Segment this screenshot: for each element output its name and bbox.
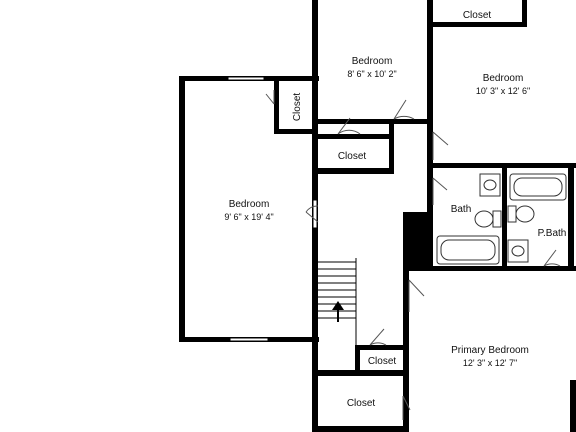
wall-mid-closet-north	[312, 134, 394, 139]
room-labels: Bedroom 9' 6" x 19' 4" Bedroom 8' 6" x 1…	[224, 10, 566, 409]
window-left-bedroom-north	[227, 76, 265, 81]
wall-bath-solid	[403, 212, 433, 270]
door-bottom-closet	[402, 395, 411, 420]
wall-mid-closet-west	[312, 134, 318, 174]
door-pbath	[543, 249, 561, 267]
closet-label: Closet	[338, 151, 367, 162]
sink-basin	[483, 179, 497, 191]
room-dimensions: 12' 3" x 12' 7"	[463, 358, 517, 368]
room-name: Primary Bedroom	[451, 345, 529, 356]
closet-label: Closet	[347, 398, 376, 409]
bathtub-bath	[436, 235, 500, 265]
door-left-bedroom	[305, 205, 319, 223]
bathtub-basin	[440, 239, 496, 261]
wall-bottom-closet-south	[312, 426, 408, 432]
wall-top-closet-east	[522, 0, 527, 27]
up-arrow-icon	[332, 301, 344, 322]
room-dimensions: 8' 6" x 10' 2"	[347, 69, 396, 79]
wall-mid-closet-east	[389, 119, 394, 174]
wall-top-right-bedroom-south	[427, 163, 576, 168]
bathtub-pbath-basin	[513, 177, 563, 197]
door-hall-closet	[393, 99, 415, 120]
room-name: Bedroom	[483, 73, 524, 84]
room-name: Bedroom	[352, 56, 393, 67]
wall-top-mid-bedroom-east	[427, 0, 433, 174]
wall-bath-divider	[502, 168, 507, 268]
room-name: Bath	[451, 204, 472, 215]
toilet-tank	[492, 210, 502, 228]
wall-bottom-closet-north	[312, 370, 408, 376]
wall-stair-closet-north	[355, 345, 405, 350]
wall-left-closet-west	[274, 76, 279, 134]
doors	[265, 90, 561, 420]
wall-bath-south	[403, 266, 576, 271]
wall-primary-east	[570, 380, 576, 432]
sink-pbath	[507, 239, 529, 263]
wall-mid-west-upper	[312, 0, 318, 134]
wall-left-bedroom-west	[179, 76, 185, 342]
door-bath	[432, 177, 448, 205]
closet-label: Closet	[368, 356, 397, 367]
wall-primary-west	[403, 266, 409, 432]
sink-pbath-basin	[511, 245, 525, 257]
room-name: P.Bath	[538, 228, 567, 239]
door-stair-closet	[369, 328, 387, 346]
room-name: Bedroom	[229, 199, 270, 210]
wall-pbath-east	[568, 168, 574, 271]
room-dimensions: 10' 3" x 12' 6"	[476, 86, 530, 96]
window-left-bedroom-south	[229, 337, 269, 342]
toilet-pbath-tank	[507, 205, 517, 223]
stairs	[318, 258, 357, 345]
door-left-closet	[265, 90, 275, 105]
room-dimensions: 9' 6" x 19' 4"	[224, 212, 273, 222]
bathtub-pbath	[509, 173, 567, 201]
wall-mid-closet-south	[312, 168, 394, 174]
wall-left-closet-south	[274, 129, 318, 134]
window-left-bedroom-east	[312, 199, 318, 229]
wall-stair-west	[312, 258, 318, 432]
closet-label: Closet	[463, 10, 492, 21]
wall-left-bedroom-east	[312, 170, 318, 342]
wall-stair-closet-west	[355, 345, 360, 375]
door-top-right-bedroom	[432, 131, 449, 160]
door-top-mid-bedroom	[337, 117, 361, 135]
walls	[179, 0, 576, 432]
wall-top-mid-bedroom-south	[312, 119, 432, 124]
sink-bath	[479, 173, 501, 197]
wall-top-closet-south	[427, 22, 527, 27]
door-primary-bedroom	[408, 279, 425, 312]
fixtures	[436, 173, 567, 265]
closet-label: Closet	[292, 93, 303, 122]
windows	[227, 76, 318, 342]
